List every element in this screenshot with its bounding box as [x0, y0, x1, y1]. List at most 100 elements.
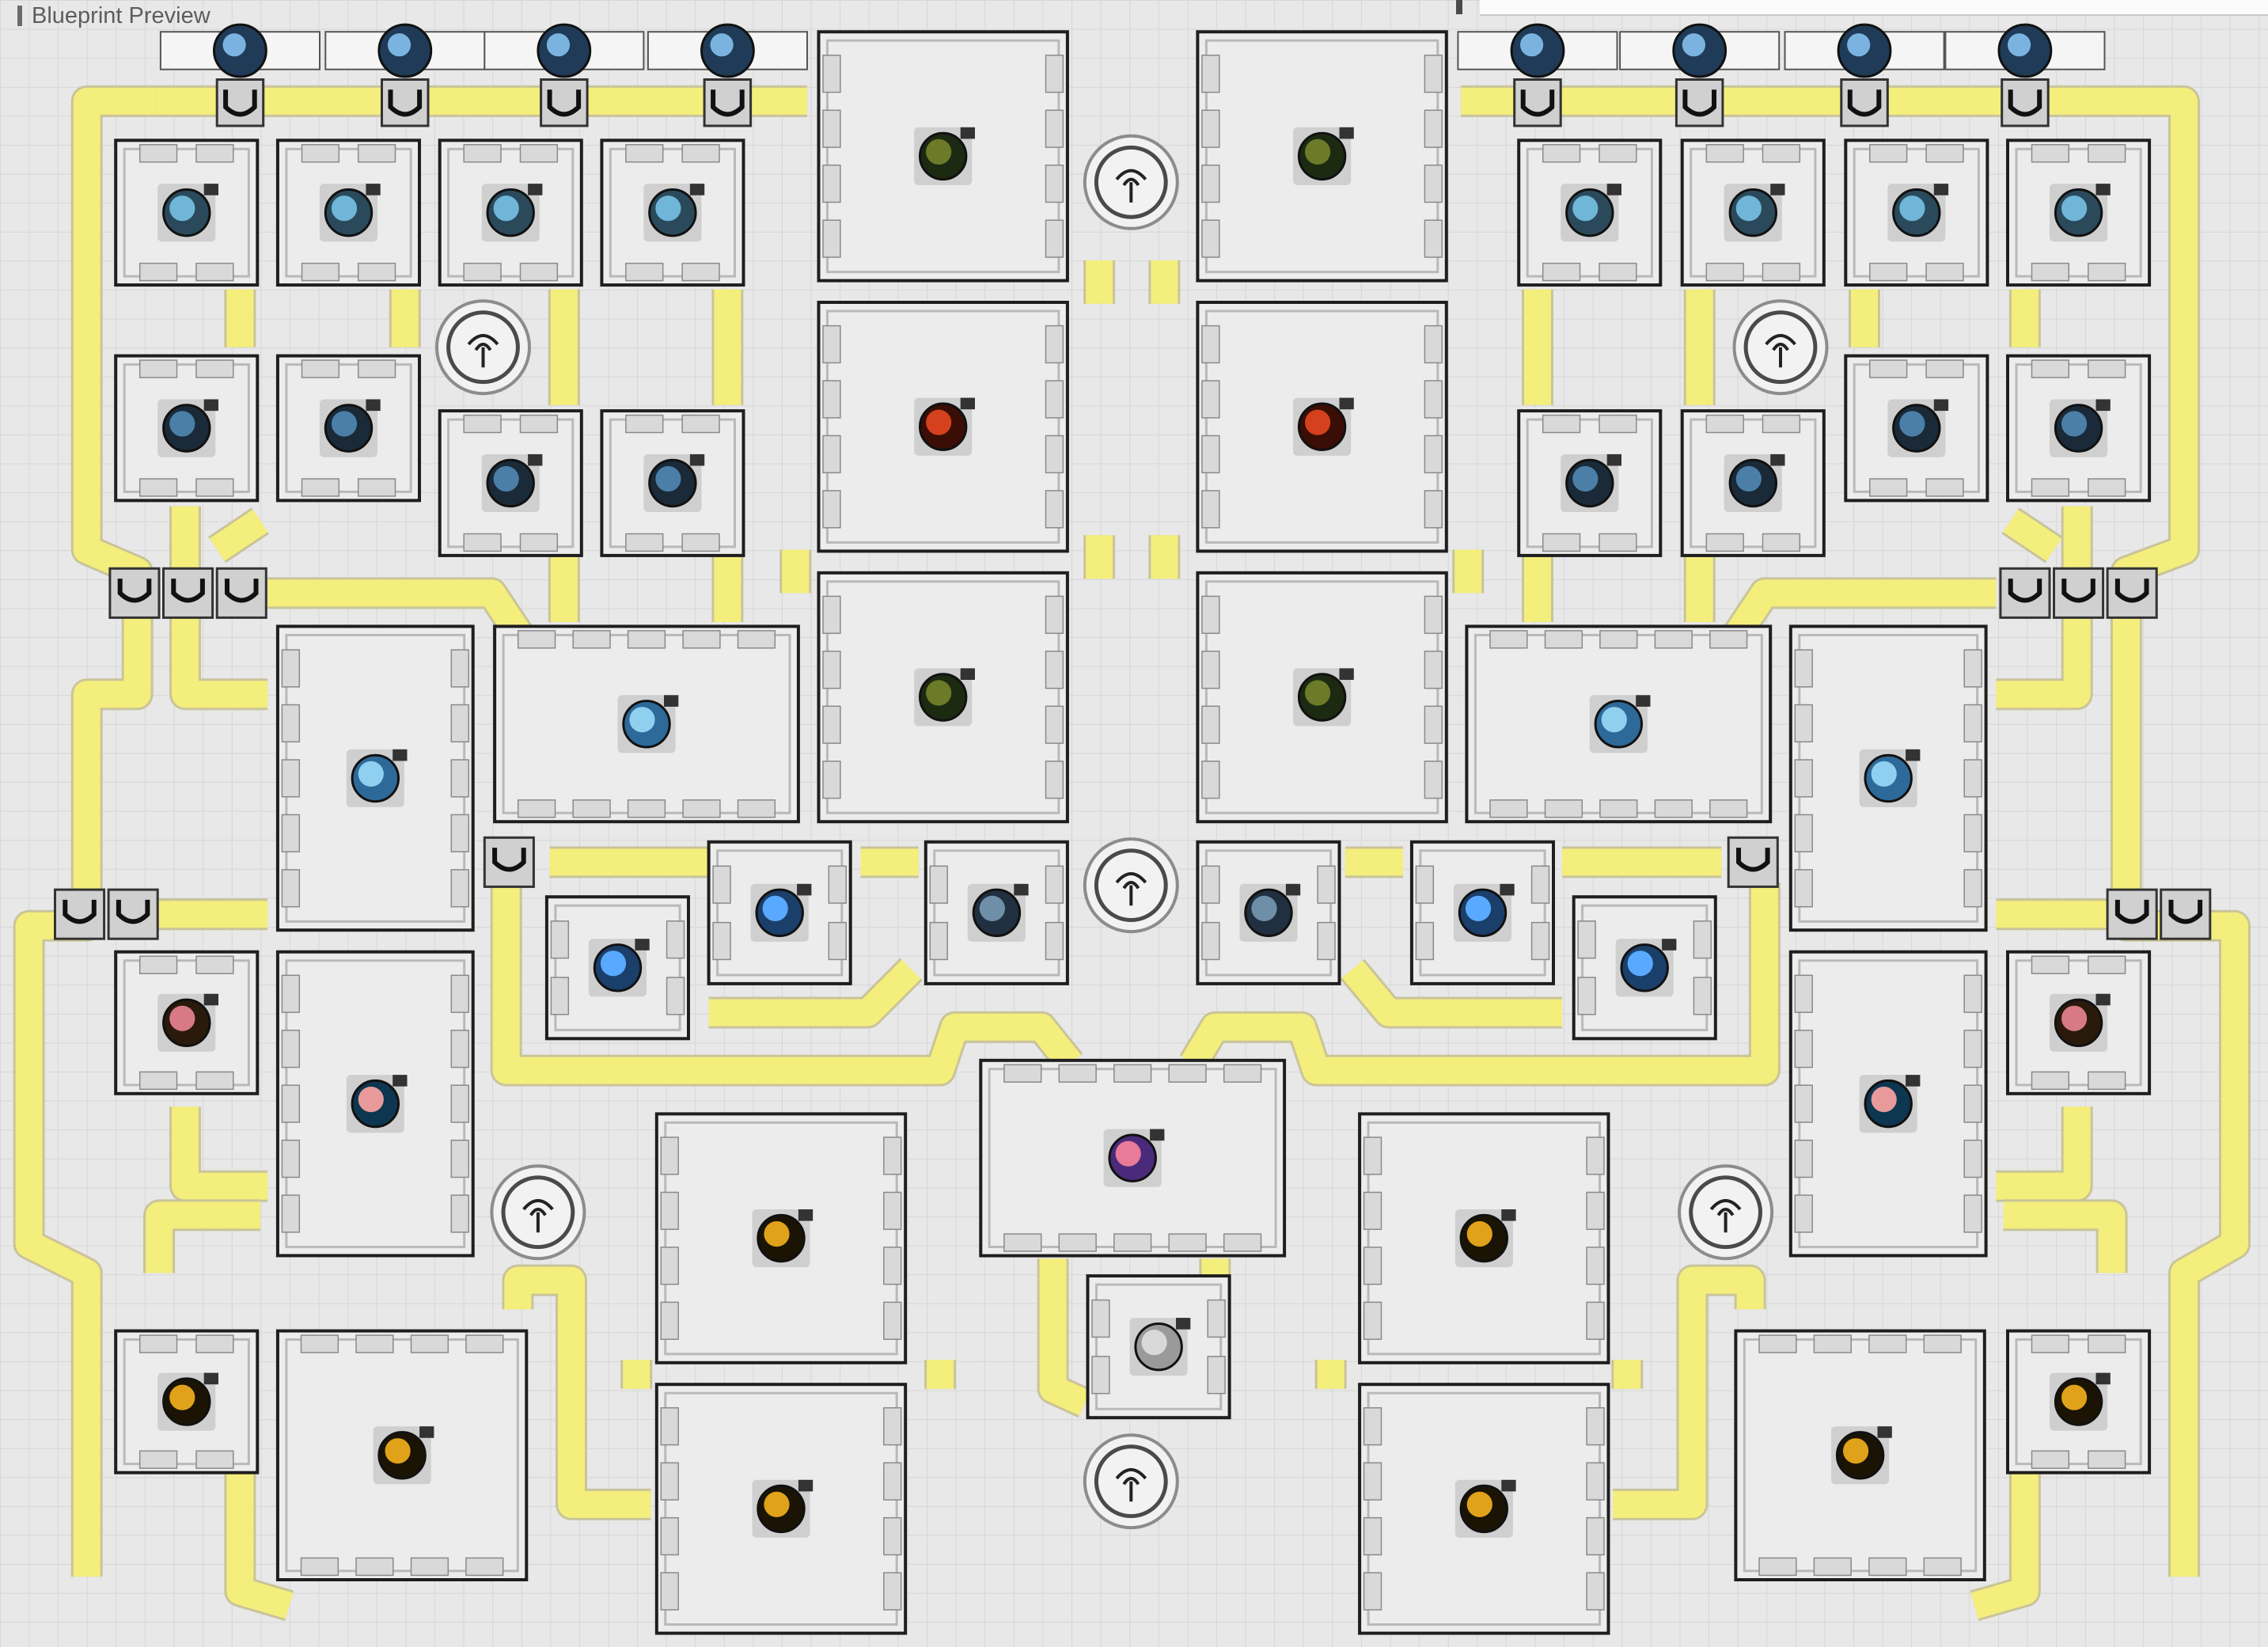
output-port [450, 1194, 469, 1233]
output-port [1045, 109, 1064, 148]
output-port [1963, 1084, 1982, 1123]
building-frame [438, 139, 583, 287]
splitter-arc [2061, 579, 2095, 603]
building-green_ball [1196, 571, 1448, 824]
input-port [681, 144, 720, 163]
output-port [1586, 1407, 1605, 1446]
recipe-badge [1606, 453, 1621, 466]
gold-beast-icon-highlight [169, 1384, 195, 1410]
building-inner [447, 418, 575, 548]
input-port [2088, 144, 2126, 163]
output-port [883, 1137, 902, 1175]
input-port [1794, 759, 1813, 798]
recipe-badge [366, 184, 381, 195]
building-blue_gem [438, 139, 583, 287]
output-port [357, 262, 396, 282]
block-icon-highlight [1871, 761, 1897, 787]
output-port [2088, 478, 2126, 497]
building-frame [114, 354, 260, 503]
input-port [281, 649, 301, 688]
output-port [2031, 478, 2070, 497]
output-port [1762, 533, 1801, 552]
input-port [1762, 414, 1801, 434]
ore-node-highlight [2008, 33, 2031, 57]
output-port [1058, 1233, 1097, 1252]
ore-node-highlight [710, 33, 734, 57]
input-port [1794, 1084, 1813, 1123]
output-port [450, 1030, 469, 1068]
hub-ring [446, 310, 520, 385]
building-cube [493, 624, 800, 824]
output-port [1424, 595, 1443, 634]
recipe-badge [1770, 453, 1785, 466]
input-port [822, 435, 841, 474]
input-port [625, 414, 664, 434]
ore-node-highlight [222, 33, 246, 57]
splitter [162, 567, 214, 619]
building-inner [664, 1391, 898, 1626]
output-port [666, 920, 685, 959]
miner-node [1784, 23, 1945, 127]
drag-handle[interactable] [17, 6, 22, 26]
splitter-arc [2114, 899, 2149, 924]
ore-node-highlight [546, 33, 571, 57]
input-port [1925, 359, 1964, 378]
splitter [2106, 888, 2158, 940]
input-port [822, 490, 841, 529]
input-port [1363, 1462, 1382, 1501]
input-port [712, 921, 731, 961]
ore-node-highlight [1682, 33, 1705, 57]
output-port [1424, 761, 1443, 799]
splitter-body [215, 567, 267, 619]
input-port [1168, 1064, 1207, 1083]
building-green_ball [817, 30, 1069, 283]
output-port [1045, 761, 1064, 799]
output-port [1963, 814, 1982, 852]
output-port [1045, 219, 1064, 258]
input-port [737, 630, 776, 649]
input-port [519, 414, 559, 434]
splitter-arc [492, 848, 526, 872]
gold-beast-icon-highlight [764, 1221, 790, 1247]
building-inner [123, 1338, 250, 1466]
hub-ring [1743, 310, 1818, 385]
recipe-badge [393, 749, 408, 761]
output-port [666, 977, 685, 1015]
input-port [2031, 144, 2070, 163]
building-blue_gem [1844, 139, 1989, 287]
input-port [2088, 1334, 2126, 1353]
recipe-badge [203, 184, 218, 195]
input-port [1201, 324, 1220, 364]
output-port [519, 533, 559, 552]
recipe-badge [1501, 1209, 1516, 1221]
conveyor-belt [226, 1468, 294, 1619]
output-port [1869, 478, 1908, 497]
gold-beast-icon-highlight [764, 1491, 790, 1517]
input-port [1709, 630, 1748, 649]
building-inner [716, 849, 844, 977]
input-port [1201, 595, 1220, 634]
output-port [883, 1572, 902, 1611]
output-port [450, 1139, 469, 1178]
output-port [2031, 262, 2070, 282]
input-port [550, 920, 570, 959]
miner-node [324, 23, 486, 127]
recipe-badge [635, 939, 650, 951]
building-gold [1734, 1329, 1986, 1581]
input-port [1925, 144, 1964, 163]
input-port [1201, 435, 1220, 474]
input-port [301, 144, 340, 163]
recipe-badge [1906, 1075, 1921, 1087]
crushed-ore-icon-highlight [331, 411, 358, 437]
input-port [2088, 359, 2126, 378]
ore-cluster-icon-highlight [493, 195, 519, 222]
input-port [195, 1334, 234, 1353]
splitter-body [2160, 888, 2212, 940]
output-port [463, 262, 502, 282]
miner-node [484, 23, 645, 127]
output-port [450, 759, 469, 798]
building-crushed [438, 409, 583, 557]
signal-hub-icon [1115, 872, 1147, 906]
